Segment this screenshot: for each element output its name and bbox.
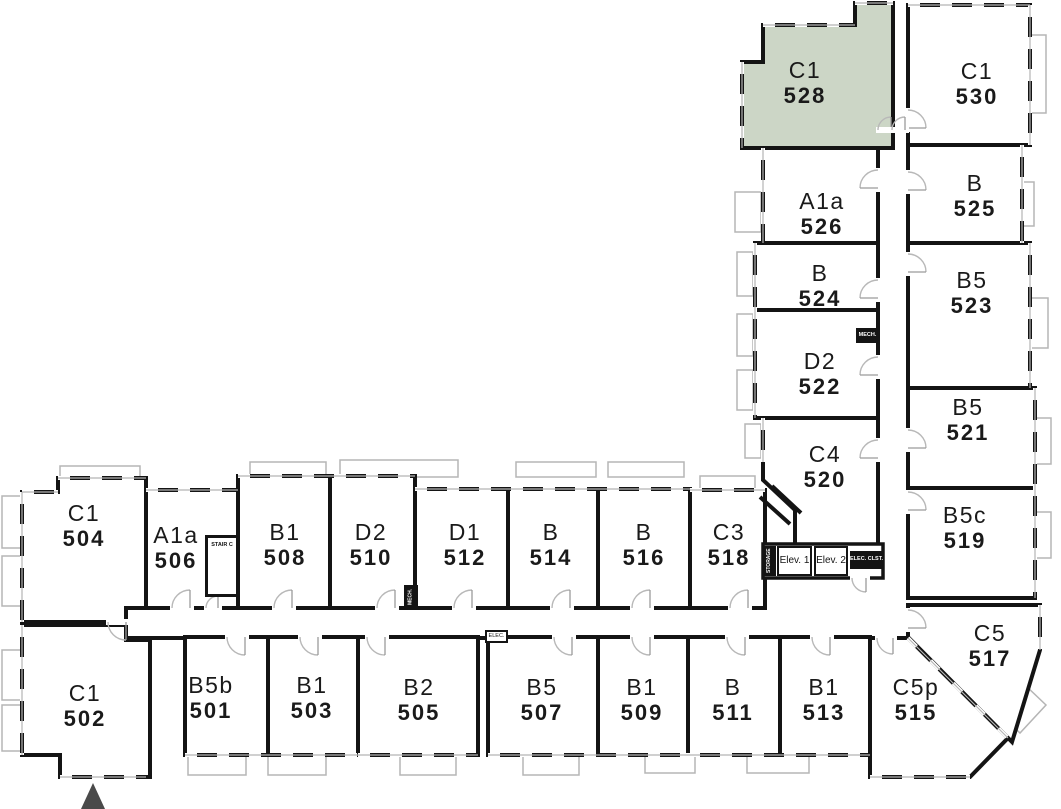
room-522-shape[interactable] xyxy=(753,308,880,420)
room-511-shape[interactable] xyxy=(686,635,782,757)
facility-mech: MECH. xyxy=(404,585,418,608)
facility-elec-clst: ELEC. CLST. xyxy=(850,551,883,569)
facility-elev-1: Elev. 1 xyxy=(777,546,812,576)
facility-elec: ELEC. xyxy=(485,630,508,643)
facility-storage: STORAGE xyxy=(763,546,776,576)
room-514-shape[interactable] xyxy=(506,487,600,610)
room-507-shape[interactable] xyxy=(486,635,600,757)
room-501-shape[interactable] xyxy=(183,635,270,757)
room-508-shape[interactable] xyxy=(236,474,332,610)
doors-layer xyxy=(106,108,927,656)
room-502-shape[interactable] xyxy=(20,623,152,779)
room-504-shape[interactable] xyxy=(20,476,148,624)
windows-layer xyxy=(1,34,1052,776)
room-521-shape[interactable] xyxy=(906,386,1037,490)
room-518-shape[interactable] xyxy=(688,488,767,610)
room-516-shape[interactable] xyxy=(596,487,692,610)
room-525-shape[interactable] xyxy=(906,143,1024,245)
room-524-shape[interactable] xyxy=(753,241,880,312)
room-519-shape[interactable] xyxy=(906,486,1037,600)
room-526-shape[interactable] xyxy=(761,146,880,245)
room-515-shape[interactable] xyxy=(868,636,1011,779)
facility-mech: MECH. xyxy=(856,328,879,343)
room-523-shape[interactable] xyxy=(906,241,1032,390)
facility-stair-c: STAIR C xyxy=(205,535,239,597)
room-509-shape[interactable] xyxy=(596,635,690,757)
room-520-shape[interactable] xyxy=(761,416,880,548)
exterior-windows-overlay xyxy=(20,1,1042,779)
room-512-shape[interactable] xyxy=(413,487,510,610)
room-510-shape[interactable] xyxy=(328,474,417,610)
room-505-shape[interactable] xyxy=(356,635,480,757)
rooms-layer xyxy=(20,1,1042,779)
north-arrow-icon xyxy=(81,783,105,809)
facility-elev-2: Elev. 2 xyxy=(814,546,848,576)
room-503-shape[interactable] xyxy=(266,635,360,757)
